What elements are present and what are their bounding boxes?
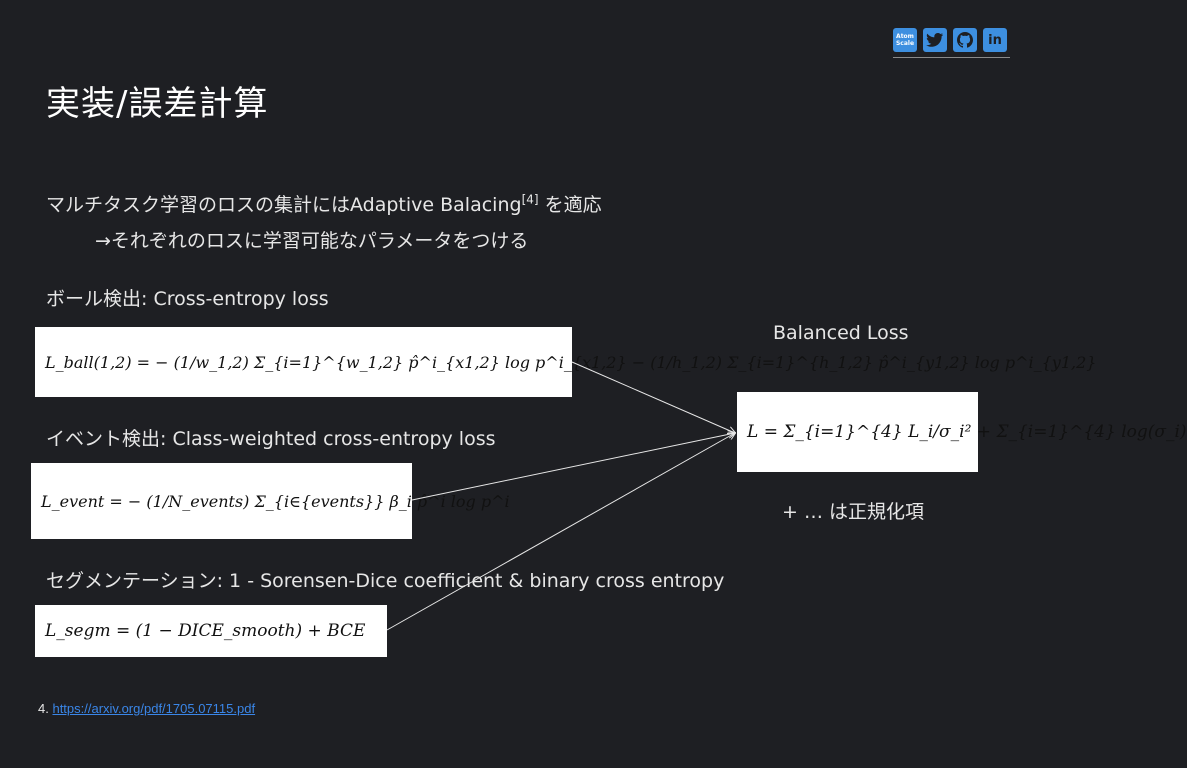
event-loss-formula: L_event = − (1/N_events) Σ_{i∈{events}} …: [31, 463, 510, 539]
balanced-loss-formula: L = Σ_{i=1}^{4} L_i/σ_i² + Σ_{i=1}^{4} l…: [737, 392, 1187, 472]
reference-number: 4.: [38, 701, 49, 716]
intro-line-2: →それぞれのロスに学習可能なパラメータをつける: [95, 230, 529, 252]
linkedin-icon[interactable]: in: [983, 28, 1007, 52]
intro-line-1-main: マルチタスク学習のロスの集計にはAdaptive Balacing: [46, 194, 522, 216]
event-heading: イベント検出: Class-weighted cross-entropy los…: [46, 428, 496, 450]
reference-link[interactable]: https://arxiv.org/pdf/1705.07115.pdf: [52, 701, 256, 716]
reference-footnote: 4. https://arxiv.org/pdf/1705.07115.pdf: [38, 701, 255, 716]
intro-line-1: マルチタスク学習のロスの集計にはAdaptive Balacing[4] を適応: [46, 190, 602, 217]
arrow-event-to-balanced: [411, 433, 735, 501]
github-icon[interactable]: [953, 28, 977, 52]
social-underline: [893, 57, 1010, 58]
arrow-segm-to-balanced: [386, 433, 735, 631]
segm-heading: セグメンテーション: 1 - Sorensen-Dice coefficient…: [46, 570, 725, 592]
regularization-note: + … は正規化項: [782, 501, 924, 523]
twitter-icon[interactable]: [923, 28, 947, 52]
balanced-loss-label: Balanced Loss: [773, 322, 909, 344]
ball-heading: ボール検出: Cross-entropy loss: [46, 288, 329, 310]
slide-title: 実装/誤差計算: [46, 84, 269, 124]
reference-marker: [4]: [521, 192, 539, 207]
segm-loss-formula: L_segm = (1 − DICE_smooth) + BCE: [35, 605, 387, 657]
arrow-ball-to-balanced: [571, 361, 735, 433]
intro-line-1-tail: を適応: [538, 194, 602, 216]
connector-arrows: [386, 361, 1024, 631]
